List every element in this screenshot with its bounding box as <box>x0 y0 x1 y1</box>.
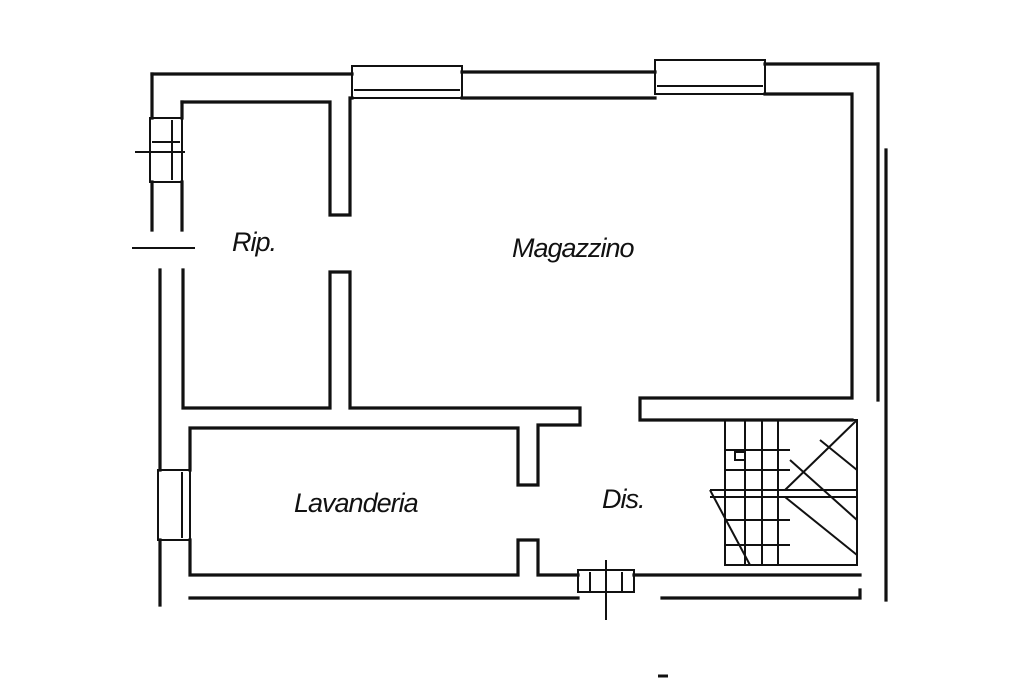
room-label-dis: Dis. <box>602 484 645 514</box>
room-label-lavanderia: Lavanderia <box>294 488 419 518</box>
room-label-rip: Rip. <box>232 227 276 257</box>
door-bottom <box>577 560 635 620</box>
window-top-left <box>351 65 463 99</box>
window-left-upper <box>135 117 185 183</box>
staircase <box>709 419 858 566</box>
window-top-right <box>654 59 766 95</box>
room-label-magazzino: Magazzino <box>512 233 635 263</box>
window-left-lower <box>157 469 191 541</box>
outer-walls <box>150 62 888 607</box>
